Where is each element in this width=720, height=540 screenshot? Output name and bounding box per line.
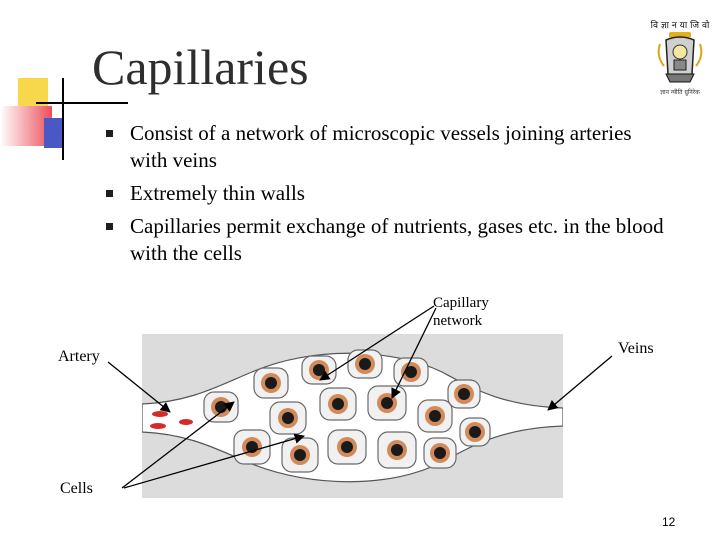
label-artery: Artery: [58, 348, 100, 365]
decor-red-square: [0, 106, 52, 146]
institution-logo: वि ज्ञा न या जि वो ज्ञान न्यीति ग्रुनिरे…: [646, 10, 714, 100]
emblem-icon: वि ज्ञा न या जि वो ज्ञान न्यीति ग्रुनिरे…: [651, 19, 710, 96]
bullet-text: Capillaries permit exchange of nutrients…: [130, 214, 664, 265]
decor-horizontal-line: [36, 102, 128, 104]
bullet-square-icon: [106, 190, 113, 197]
bullet-item: Capillaries permit exchange of nutrients…: [106, 213, 666, 267]
logo-motto: ज्ञान न्यीति ग्रुनिरेक: [660, 88, 700, 96]
decor-blue-square: [44, 118, 62, 148]
bullet-item: Extremely thin walls: [106, 180, 666, 207]
bullet-text: Extremely thin walls: [130, 181, 305, 205]
bullet-square-icon: [106, 223, 113, 230]
label-veins: Veins: [618, 340, 654, 357]
label-capillary-network: Capillary network: [433, 294, 503, 330]
decor-vertical-line: [62, 78, 64, 160]
label-cells: Cells: [60, 480, 93, 497]
label-capillary-network-text: Capillary network: [433, 295, 489, 329]
page-number: 12: [662, 515, 676, 529]
bullet-item: Consist of a network of microscopic vess…: [106, 120, 666, 174]
capillary-diagram: [142, 334, 563, 498]
slide-title: Capillaries: [92, 39, 309, 95]
bullet-square-icon: [106, 130, 113, 137]
logo-top-text: वि ज्ञा न या जि वो: [651, 19, 710, 31]
bullet-list: Consist of a network of microscopic vess…: [106, 120, 666, 273]
bullet-text: Consist of a network of microscopic vess…: [130, 121, 632, 172]
